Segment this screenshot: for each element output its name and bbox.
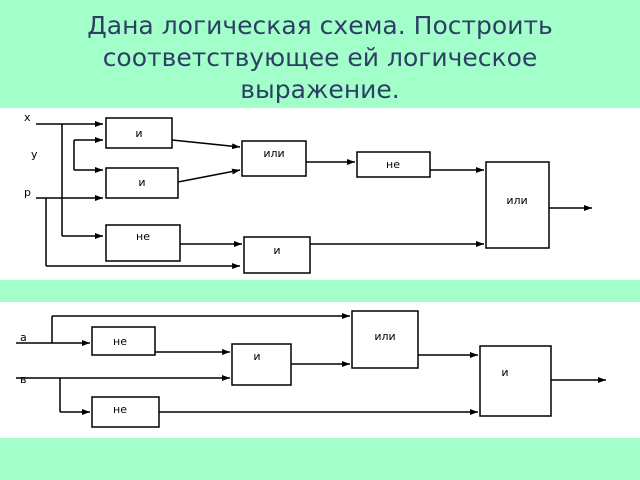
- title-line-3: выражение.: [240, 75, 400, 104]
- and-gate-final-b-label: и: [501, 366, 508, 379]
- input-label-p: p: [24, 186, 31, 199]
- not-gate-1: [105, 224, 181, 262]
- and-gate-2: [105, 167, 179, 199]
- and-gate-1-label: и: [135, 127, 142, 140]
- or-gate-1: [241, 140, 307, 177]
- and-gate-final-b: [479, 345, 552, 417]
- title-line-1: Дана логическая схема. Построить: [87, 11, 553, 40]
- diagram-1: [36, 117, 592, 274]
- input-label-a: a: [20, 331, 27, 344]
- or-gate-1-label: или: [263, 147, 284, 160]
- not-gate-b: [91, 396, 160, 428]
- and-gate-b: [231, 343, 292, 386]
- and-gate-3: [243, 236, 311, 274]
- diagram-1-labels: x y p и и или не не и или: [24, 111, 528, 257]
- not-gate-1-label: не: [136, 230, 150, 243]
- and-gate-2-label: и: [138, 176, 145, 189]
- input-label-y: y: [31, 148, 38, 161]
- not-gate-2-label: не: [386, 158, 400, 171]
- and-gate-3-label: и: [273, 244, 280, 257]
- diagram-2: [16, 310, 606, 428]
- title-line-2: соответствующее ей логическое: [102, 43, 538, 72]
- task-title: Дана логическая схема. Построить соответ…: [0, 10, 640, 106]
- not-gate-a: [91, 326, 156, 356]
- or-gate-final-label: или: [506, 194, 527, 207]
- wire-and2-or1: [177, 168, 241, 183]
- input-label-x: x: [24, 111, 31, 124]
- and-gate-b-label: и: [253, 350, 260, 363]
- not-gate-b-label: не: [113, 403, 127, 416]
- and-gate-1: [105, 117, 173, 149]
- diagram-2-labels: a в не и или не и: [20, 330, 509, 416]
- not-gate-a-label: не: [113, 335, 127, 348]
- or-gate-final: [485, 161, 550, 249]
- wire-and1-or1: [171, 139, 241, 150]
- or-gate-b: [351, 310, 419, 369]
- input-label-b: в: [20, 373, 26, 386]
- not-gate-2: [356, 151, 431, 178]
- or-gate-b-label: или: [374, 330, 395, 343]
